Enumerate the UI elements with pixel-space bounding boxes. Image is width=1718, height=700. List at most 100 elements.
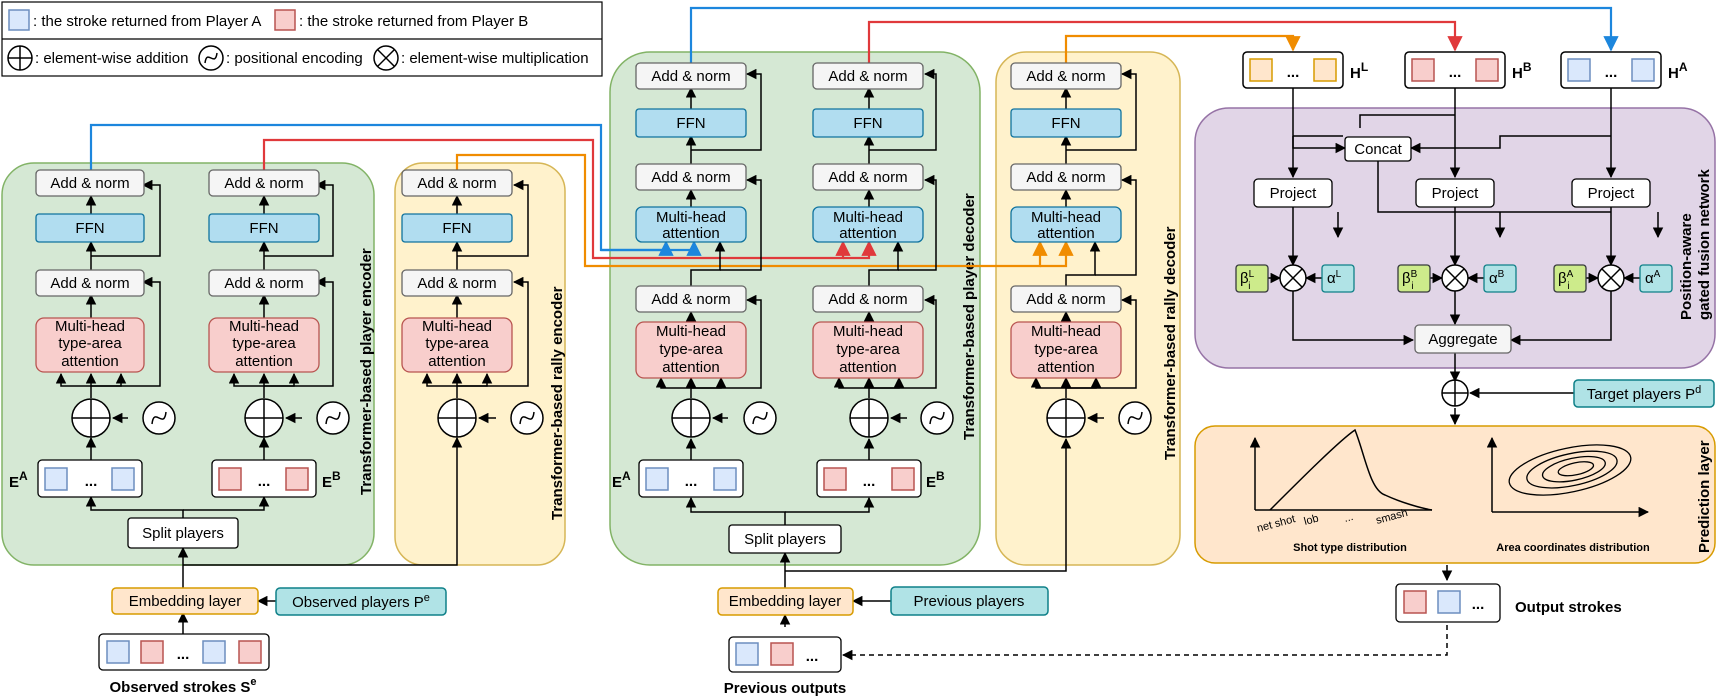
multiply-icon-a <box>1597 264 1625 292</box>
multiply-icon-l <box>1279 264 1307 292</box>
rally-encoder-title: Transformer-based rally encoder <box>549 286 566 520</box>
add-norm-label: Add & norm <box>417 175 496 192</box>
mha-label-2: attention <box>839 225 897 242</box>
decoder-embedding-b-label: EB <box>926 469 945 491</box>
encoder-player-a-stack: Add & norm FFN Add & norm Multi-head typ… <box>35 169 145 373</box>
h-a-label: HA <box>1668 60 1688 82</box>
beta-b-box <box>1397 264 1431 293</box>
decoder-embedding-b: ... <box>816 459 922 498</box>
shot-type-dist-label: Shot type distribution <box>1293 542 1407 554</box>
add-norm-label: Add & norm <box>224 275 303 292</box>
legend-positional-label: : positional encoding <box>226 50 363 67</box>
output-strokes: ... <box>1395 583 1501 623</box>
encoder-positional-icon-b <box>316 401 350 435</box>
mha-label-1: Multi-head <box>229 318 299 335</box>
mha-label-2: type-area <box>425 335 489 352</box>
mha-label-2: attention <box>662 225 720 242</box>
ffn-label: FFN <box>676 115 705 132</box>
add-norm-label: Add & norm <box>1026 68 1105 85</box>
add-norm-label: Add & norm <box>50 175 129 192</box>
alpha-l-label: αL <box>1327 269 1342 287</box>
ellipsis: ... <box>1605 64 1618 81</box>
decoder-positional-icon-b <box>920 401 954 435</box>
multiply-icon-b <box>1441 264 1469 292</box>
mha-label-3: attention <box>428 353 486 370</box>
mha-label-2: type-area <box>58 335 122 352</box>
fusion-title-1: Position-aware <box>1678 213 1695 320</box>
observed-strokes: ... <box>98 633 270 671</box>
legend-multiplication-label: : element-wise multiplication <box>401 50 589 67</box>
add-norm-label: Add & norm <box>828 169 907 186</box>
decoder-split-players-label: Split players <box>744 531 826 548</box>
h-l-label: HL <box>1350 60 1368 82</box>
rally-encoder-positional-icon <box>510 401 544 435</box>
h-b-box: ... <box>1404 51 1506 89</box>
mha-label-1: Multi-head <box>55 318 125 335</box>
legend-positional-icon <box>198 45 224 71</box>
mha-label-1: Multi-head <box>656 323 726 340</box>
project-box-a <box>1571 178 1651 208</box>
concat-box <box>1344 136 1412 162</box>
ellipsis: ... <box>685 473 698 490</box>
ffn-label: FFN <box>75 220 104 237</box>
add-norm-label: Add & norm <box>651 68 730 85</box>
encoder-embedding-layer-box <box>111 587 259 615</box>
legend-addition-icon <box>7 45 33 71</box>
tick-dots: ... <box>1343 511 1355 525</box>
cross-connections <box>89 6 1619 268</box>
target-players-label: Target players Pd <box>1587 384 1702 403</box>
fusion-title-2: gated fusion network <box>1696 169 1713 321</box>
add-norm-label: Add & norm <box>828 68 907 85</box>
observed-players-box <box>275 587 447 616</box>
mha-label-2: type-area <box>836 341 900 358</box>
decoder-embedding-layer-box <box>717 587 854 616</box>
target-players-box <box>1573 379 1715 408</box>
encoder-split-players-label: Split players <box>142 525 224 542</box>
prediction-panel <box>1194 425 1716 564</box>
decoder-embedding-layer-label: Embedding layer <box>729 593 842 610</box>
rally-decoder-stack: Add & norm FFN Add & norm Multi-head att… <box>1010 62 1122 379</box>
ffn-label: FFN <box>1051 115 1080 132</box>
alpha-a-label: αA <box>1645 269 1661 287</box>
ellipsis: ... <box>258 473 271 490</box>
mha-label-1: Multi-head <box>833 323 903 340</box>
ffn-label: FFN <box>249 220 278 237</box>
beta-a-box <box>1553 264 1587 293</box>
encoder-player-b-stack: Add & norm FFN Add & norm Multi-head typ… <box>208 169 320 373</box>
previous-outputs-label: Previous outputs <box>724 680 847 697</box>
ellipsis: ... <box>863 473 876 490</box>
add-norm-label: Add & norm <box>224 175 303 192</box>
legend-addition-label: : element-wise addition <box>35 50 188 67</box>
beta-l-box <box>1235 264 1269 293</box>
encoder-embedding-layer-label: Embedding layer <box>129 593 242 610</box>
mha-label-1: Multi-head <box>1031 323 1101 340</box>
h-b-label: HB <box>1512 60 1532 82</box>
final-addition-icon <box>1441 379 1469 407</box>
add-norm-label: Add & norm <box>1026 291 1105 308</box>
project-label-l: Project <box>1270 185 1318 202</box>
shot-type-distribution-chart: net shot lob ... smash Shot type distrib… <box>1249 428 1433 554</box>
decoder-embedding-a-label: EA <box>612 469 631 491</box>
mha-label-1: Multi-head <box>833 209 903 226</box>
area-coord-dist-label: Area coordinates distribution <box>1496 542 1650 554</box>
mha-label-2: type-area <box>1034 341 1098 358</box>
legend-player-b-swatch <box>274 9 296 31</box>
observed-players-label: Observed players Pe <box>292 592 430 611</box>
decoder-split-players-box <box>728 524 842 554</box>
ellipsis: ... <box>806 648 819 665</box>
encoder-positional-icon-a <box>142 401 176 435</box>
alpha-a-box <box>1639 264 1673 293</box>
legend-multiplication-icon <box>373 45 399 71</box>
mha-label-3: attention <box>662 359 720 376</box>
ellipsis: ... <box>1287 64 1300 81</box>
observed-strokes-label: Observed strokes Se <box>109 676 256 696</box>
ellipsis: ... <box>177 646 190 663</box>
legend: : the stroke returned from Player A : th… <box>1 1 603 77</box>
aggregate-label: Aggregate <box>1428 331 1497 348</box>
h-a-box: ... <box>1560 51 1662 89</box>
mha-label-2: type-area <box>232 335 296 352</box>
mha-label-3: attention <box>235 353 293 370</box>
encoder-addition-icon-b <box>244 398 284 438</box>
tick-lob: lob <box>1303 513 1320 528</box>
